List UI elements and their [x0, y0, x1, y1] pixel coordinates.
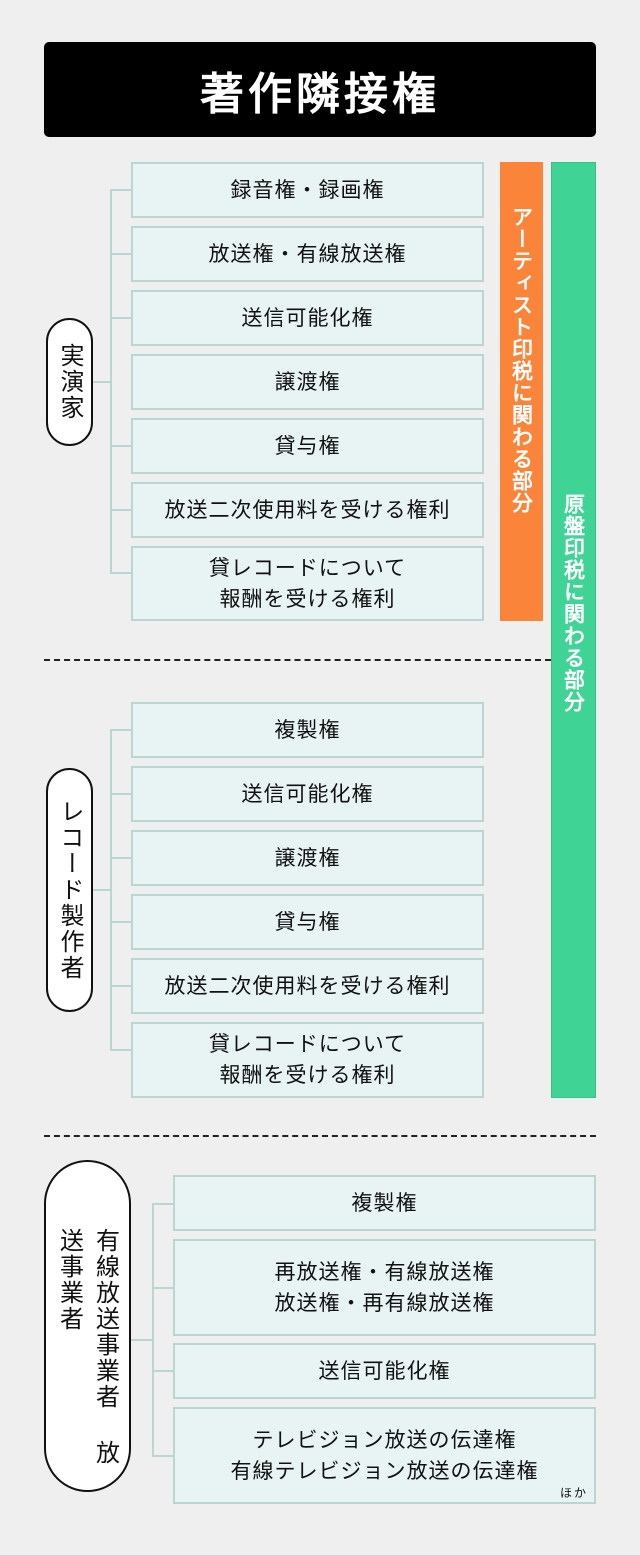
connector [152, 1370, 173, 1372]
holder-label: 実演家 [55, 343, 84, 421]
right-label: 貸与権 [274, 433, 341, 458]
holder-performer: 実演家 [46, 318, 93, 446]
right-label: 譲渡権 [274, 845, 341, 870]
holder-broadcasters: 有線放送事業者 放送事業者 [44, 1160, 131, 1492]
right-label: 貸レコードについて 報酬を受ける権利 [208, 555, 407, 611]
artist-royalty-bar: アーティスト印税に関わる部分 [500, 162, 543, 621]
right-label: 複製権 [351, 1190, 418, 1215]
right-box: 貸レコードについて 報酬を受ける権利 [131, 1022, 484, 1098]
right-label: 譲渡権 [274, 369, 341, 394]
connector [110, 253, 131, 255]
right-label: 送信可能化権 [241, 781, 374, 806]
right-label: 再放送権・有線放送権 放送権・再有線放送権 [274, 1259, 495, 1315]
connector [110, 729, 131, 731]
connector [93, 889, 111, 891]
right-box: 貸レコードについて 報酬を受ける権利 [131, 546, 484, 621]
connector [110, 1049, 131, 1051]
master-royalty-bar: 原盤印税に関わる部分 [551, 162, 596, 1098]
artist-royalty-label: アーティスト印税に関わる部分 [509, 206, 534, 514]
connector [110, 572, 131, 574]
etc-note: ほか [559, 1486, 588, 1500]
connector [110, 921, 131, 923]
right-label: 送信可能化権 [241, 305, 374, 330]
right-label: 複製権 [274, 717, 341, 742]
right-label: 録音権・録画権 [230, 177, 385, 202]
right-box: 複製権 [173, 1175, 596, 1231]
right-box: 放送権・有線放送権 [131, 226, 484, 282]
holder-label: 有線放送事業者 放送事業者 [55, 1228, 120, 1466]
right-box: 放送二次使用料を受ける権利 [131, 482, 484, 538]
right-label: 放送二次使用料を受ける権利 [164, 973, 451, 998]
master-royalty-label: 原盤印税に関わる部分 [561, 493, 586, 713]
right-box: 送信可能化権 [173, 1343, 596, 1399]
section-divider [44, 1135, 596, 1137]
right-box: 放送二次使用料を受ける権利 [131, 958, 484, 1014]
right-label: 貸レコードについて 報酬を受ける権利 [208, 1032, 407, 1087]
connector [110, 317, 131, 319]
holder-label: レコード製作者 [55, 799, 84, 981]
right-box: 送信可能化権 [131, 766, 484, 822]
right-box: テレビジョン放送の伝達権 有線テレビジョン放送の伝達権 ほか [173, 1407, 596, 1504]
connector [152, 1287, 173, 1289]
page-title: 著作隣接権 [200, 68, 440, 120]
connector [152, 1203, 173, 1205]
right-box: 送信可能化権 [131, 290, 484, 346]
connector [93, 381, 111, 383]
connector [110, 857, 131, 859]
right-box: 再放送権・有線放送権 放送権・再有線放送権 [173, 1239, 596, 1336]
right-label: 放送二次使用料を受ける権利 [164, 497, 451, 522]
right-label: 送信可能化権 [318, 1358, 451, 1383]
right-label: 貸与権 [274, 909, 341, 934]
connector [110, 189, 131, 191]
right-box: 貸与権 [131, 894, 484, 950]
connector [110, 729, 112, 1051]
connector [152, 1455, 173, 1457]
connector [110, 445, 131, 447]
connector [152, 1203, 154, 1456]
right-box: 譲渡権 [131, 354, 484, 410]
section-divider [44, 659, 551, 661]
right-label: テレビジョン放送の伝達権 有線テレビジョン放送の伝達権 [230, 1427, 539, 1483]
right-box: 録音権・録画権 [131, 162, 484, 218]
connector [110, 509, 131, 511]
right-box: 貸与権 [131, 418, 484, 474]
title-banner: 著作隣接権 [44, 42, 596, 137]
right-label: 放送権・有線放送権 [208, 241, 407, 266]
right-box: 譲渡権 [131, 830, 484, 886]
connector [131, 1339, 153, 1341]
holder-record-producer: レコード製作者 [46, 768, 93, 1012]
connector [110, 793, 131, 795]
connector [110, 189, 112, 574]
connector [110, 985, 131, 987]
right-box: 複製権 [131, 702, 484, 758]
